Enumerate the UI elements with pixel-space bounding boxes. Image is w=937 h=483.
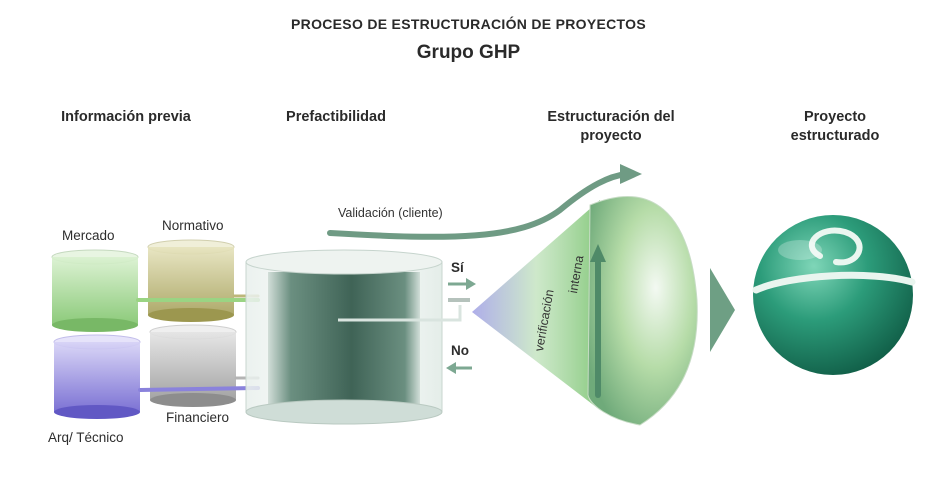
page-title: PROCESO DE ESTRUCTURACIÓN DE PROYECTOS — [291, 16, 646, 32]
page-subtitle: Grupo GHP — [416, 42, 521, 63]
label-arq-tecnico: Arq/ Técnico — [48, 430, 124, 445]
stage-prefactibilidad: Prefactibilidad — [286, 109, 386, 125]
label-no: No — [451, 343, 469, 358]
arrow-no — [446, 362, 472, 374]
stage-proyecto-estructurado: Proyecto estructurado — [765, 108, 905, 146]
sphere-proyecto-estructurado — [752, 215, 916, 375]
stage-estructurado-line1: Proyecto — [803, 109, 867, 125]
tank-financiero — [149, 324, 237, 407]
stage-informacion-previa: Información previa — [61, 109, 191, 125]
tank-arq-tecnico — [53, 334, 141, 419]
label-si: Sí — [451, 260, 464, 275]
funnel-estructuracion — [472, 196, 698, 426]
arrow-si — [448, 278, 476, 290]
label-financiero: Financiero — [166, 410, 230, 425]
tank-mercado — [51, 249, 139, 332]
label-validacion: Validación (cliente) — [338, 206, 443, 220]
stage-estructuracion-line1: Estructuración del — [547, 109, 675, 125]
arrow-to-result — [710, 268, 735, 352]
tank-normativo — [147, 239, 235, 322]
tank-prefactibilidad — [245, 249, 470, 425]
stage-estructuracion: Estructuración del proyecto — [520, 108, 702, 146]
label-normativo: Normativo — [162, 218, 224, 233]
label-mercado: Mercado — [62, 228, 115, 243]
stage-estructuracion-line2: proyecto — [580, 128, 642, 144]
stage-estructurado-line2: estructurado — [790, 128, 880, 144]
arrow-validacion — [327, 164, 642, 240]
